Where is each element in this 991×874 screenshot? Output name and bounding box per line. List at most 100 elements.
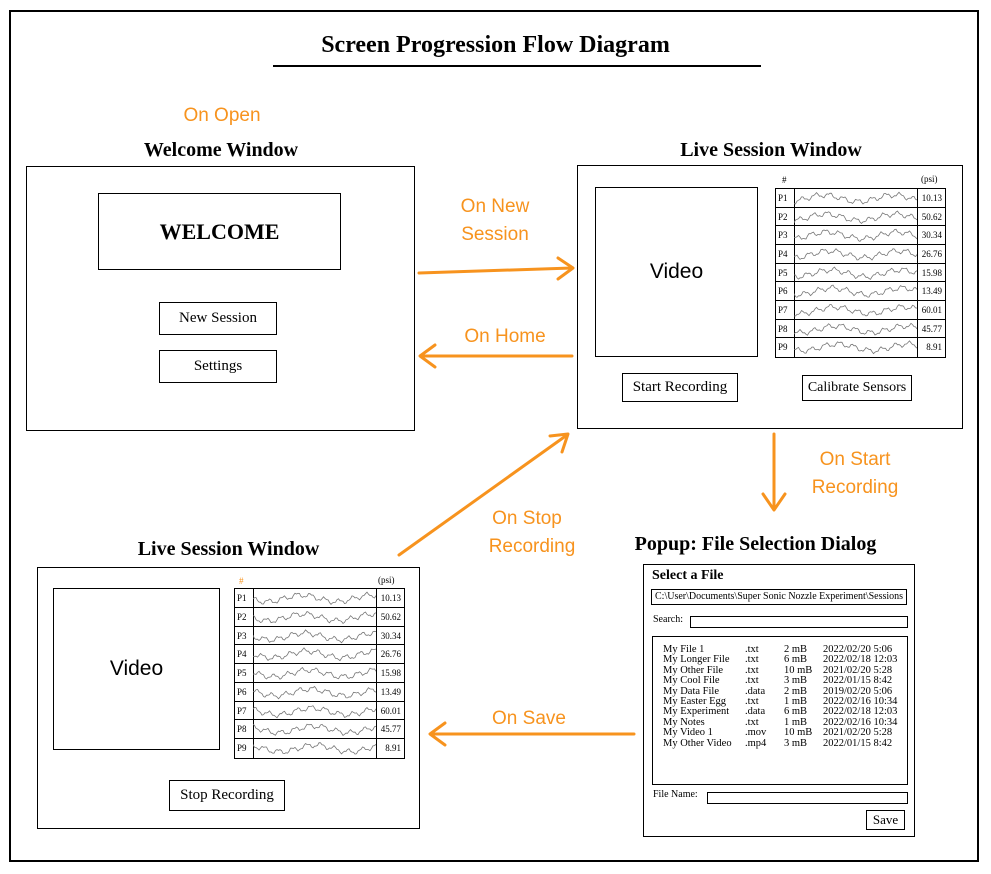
file-name[interactable]: My Longer File	[663, 654, 730, 666]
sensor-value: 26.76	[921, 248, 942, 259]
sensor-row: P2 50.62	[776, 207, 945, 227]
file-ext: .txt	[745, 696, 759, 707]
file-ext: .txt	[745, 664, 759, 676]
stop-recording-button[interactable]: Stop Recording	[169, 780, 285, 811]
file-list[interactable]: My File 1 .txt 2 mB 2022/02/20 5:06 My Longe…	[652, 636, 908, 785]
pressure-waveform	[794, 322, 917, 336]
column-divider	[253, 664, 254, 682]
sensor-label: P9	[237, 743, 247, 754]
column-divider	[376, 682, 377, 701]
sensor-unit-header-top: (psi)	[921, 174, 938, 184]
label-on-start-recording-line1: On Start	[819, 449, 891, 470]
directory-path-field[interactable]: C:\User\Documents\Super Sonic Nozzle Exp…	[651, 589, 907, 605]
waveform-line	[253, 628, 376, 643]
file-name[interactable]: My Cool File	[663, 675, 720, 687]
file-name-input[interactable]	[707, 792, 908, 804]
sensor-value: 26.76	[380, 649, 401, 660]
file-ext: .txt	[745, 675, 759, 687]
waveform-line	[253, 647, 376, 662]
file-ext: .txt	[745, 654, 759, 666]
label-on-open: On Open	[183, 105, 261, 126]
arrow-home	[418, 343, 574, 369]
file-date: 2021/02/20 5:28	[823, 727, 893, 739]
pressure-waveform	[794, 340, 917, 355]
start-recording-button[interactable]: Start Recording	[622, 373, 738, 402]
column-divider	[917, 244, 918, 263]
column-divider	[253, 645, 254, 664]
pressure-waveform	[253, 742, 376, 755]
settings-button[interactable]: Settings	[159, 350, 277, 383]
file-date: 2022/01/15 8:42	[823, 737, 893, 749]
label-on-home: On Home	[464, 326, 546, 347]
file-date: 2022/02/18 12:03	[823, 654, 898, 666]
sensor-value: 30.34	[921, 230, 942, 241]
pressure-waveform	[794, 229, 917, 243]
popup-heading: Popup: File Selection Dialog	[634, 533, 877, 555]
search-input[interactable]	[690, 616, 908, 628]
pressure-waveform	[794, 210, 917, 224]
sensor-value: 15.98	[921, 267, 942, 278]
title-underline	[273, 65, 761, 67]
file-name[interactable]: My Notes	[663, 716, 705, 728]
file-size: 2 mB	[784, 685, 808, 697]
waveform-line	[253, 704, 376, 718]
file-name[interactable]: My Video 1	[663, 727, 713, 739]
column-divider	[794, 319, 795, 338]
save-button[interactable]: Save	[866, 810, 905, 830]
file-size: 10 mB	[784, 727, 813, 739]
label-on-stop-recording-line2: Recording	[488, 536, 576, 557]
column-divider	[917, 338, 918, 357]
file-name[interactable]: My File 1	[663, 644, 705, 655]
file-size: 1 mB	[784, 716, 808, 728]
arrow-new-session	[417, 256, 575, 281]
sensor-value: 60.01	[380, 705, 401, 716]
arrow-start-recording	[761, 432, 787, 512]
file-size: 10 mB	[784, 664, 813, 676]
column-divider	[794, 300, 795, 319]
file-date: 2022/02/20 5:06	[823, 644, 893, 655]
sensor-label: P2	[778, 211, 788, 222]
sensor-label: P8	[778, 323, 788, 334]
column-divider	[253, 589, 254, 607]
column-divider	[794, 226, 795, 244]
file-name[interactable]: My Other Video	[663, 737, 732, 749]
new-session-button[interactable]: New Session	[159, 302, 277, 335]
sensor-label: P7	[237, 705, 247, 716]
sensor-value: 50.62	[921, 211, 942, 222]
waveform-line	[253, 724, 376, 737]
column-divider	[917, 226, 918, 244]
sensor-hash-header-bottom: #	[239, 576, 244, 586]
calibrate-sensors-button[interactable]: Calibrate Sensors	[802, 375, 912, 401]
pressure-waveform	[794, 303, 917, 317]
sensor-label: P5	[237, 668, 247, 679]
file-date: 2022/02/16 10:34	[823, 716, 898, 728]
column-divider	[794, 282, 795, 300]
sensor-hash-header-top: #	[782, 175, 787, 185]
column-divider	[376, 701, 377, 720]
pressure-waveform	[253, 667, 376, 680]
sensor-label: P9	[778, 342, 788, 353]
file-size: 3 mB	[784, 675, 808, 687]
column-divider	[794, 207, 795, 226]
file-date: 2022/01/15 8:42	[823, 675, 893, 687]
file-name[interactable]: My Easter Egg	[663, 696, 726, 707]
file-size: 2 mB	[784, 644, 808, 655]
file-name[interactable]: My Other File	[663, 664, 724, 676]
waveform-line	[794, 322, 917, 336]
waveform-line	[794, 340, 917, 355]
pressure-waveform	[794, 248, 917, 261]
sensor-label: P3	[237, 630, 247, 641]
sensor-label: P7	[778, 304, 788, 315]
file-name[interactable]: My Experiment	[663, 706, 730, 718]
live-session-heading-bottom: Live Session Window	[137, 538, 320, 560]
pressure-waveform	[794, 266, 917, 280]
file-name[interactable]: My Data File	[663, 685, 719, 697]
